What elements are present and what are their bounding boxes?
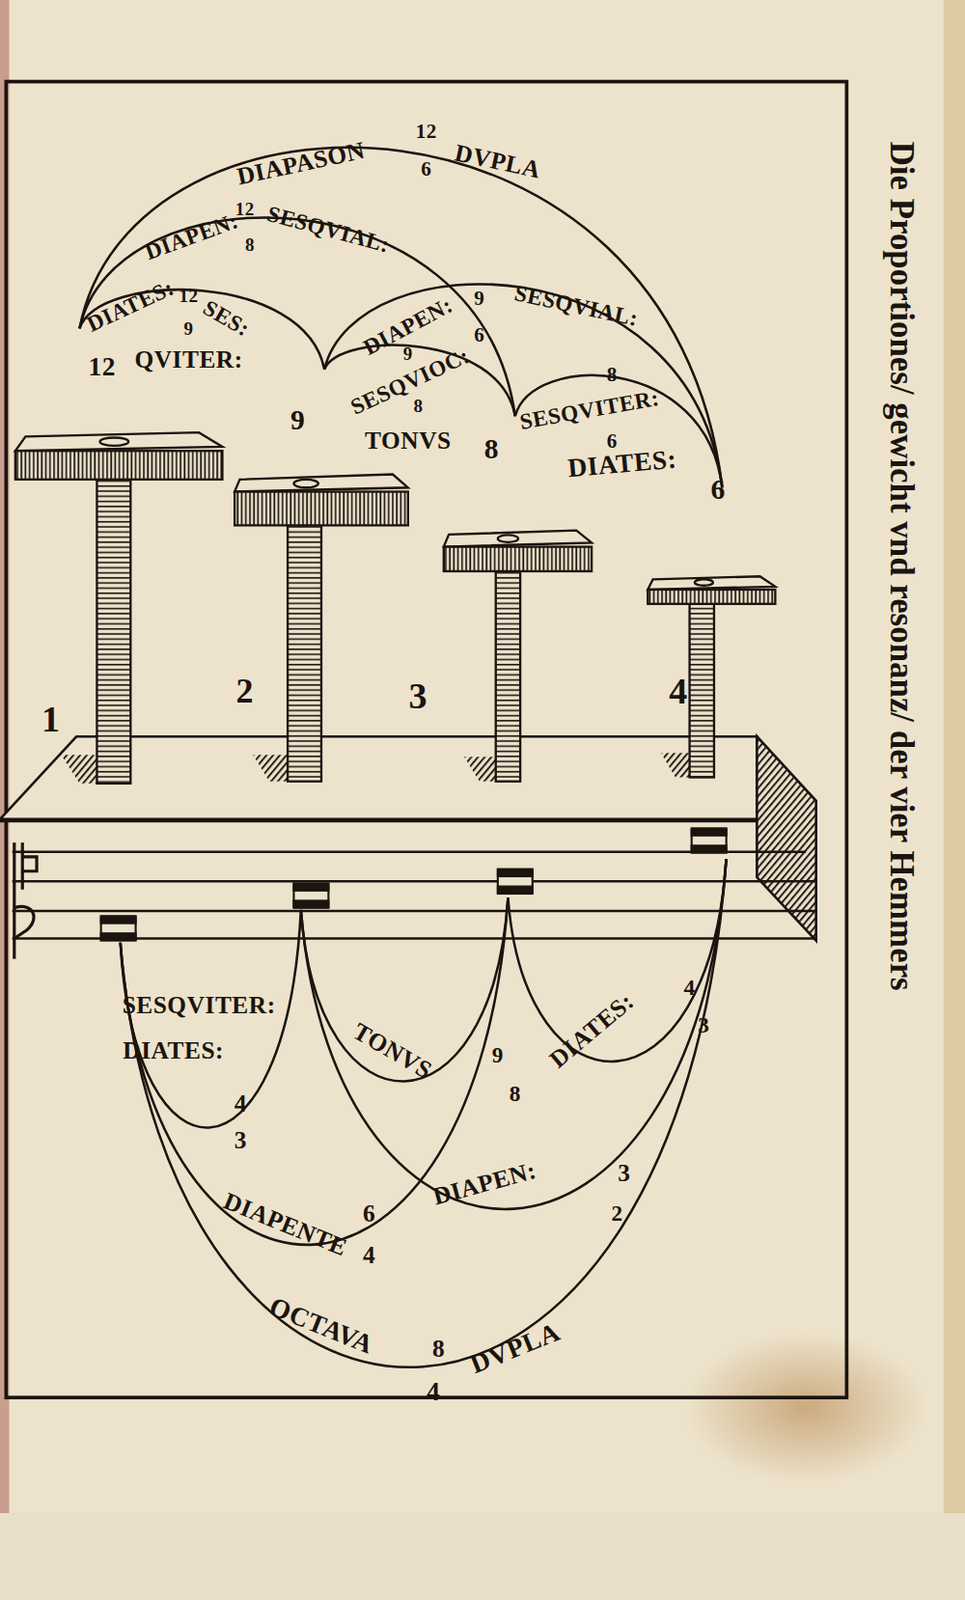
interval-name: TONVS: [364, 428, 452, 453]
ratio-number: 12: [235, 199, 255, 219]
staff: [0, 821, 817, 939]
ratio-number: 8: [413, 396, 423, 415]
interval-name: TONVS: [349, 1018, 437, 1083]
ratio-number: 9: [492, 1044, 504, 1067]
text-layer: 12DIAPASON6DVPLA12DIAPEN:8SESQVIAL:DIATE…: [0, 0, 965, 1514]
ratio-number: 3: [234, 1128, 248, 1153]
lower-arcs: [120, 858, 727, 1368]
hammer-number: 2: [235, 674, 253, 710]
ratio-number: 6: [606, 430, 618, 451]
interval-name: DIAPENTE: [220, 1187, 351, 1260]
ratio-number: 4: [362, 1242, 376, 1268]
ratio-number: 4: [684, 976, 696, 999]
stain: [683, 1330, 929, 1485]
page: 12DIAPASON6DVPLA12DIAPEN:8SESQVIAL:DIATE…: [0, 0, 965, 1514]
interval-name: SES:: [199, 296, 254, 341]
interval-name: DVPLA: [452, 139, 543, 183]
hammers: [15, 432, 776, 784]
interval-name: DVPLA: [467, 1318, 565, 1379]
ratio-number: 4: [426, 1378, 441, 1406]
arc: [324, 283, 722, 488]
interval-name: SESQVITER:: [122, 992, 276, 1018]
ratio-number: 3: [697, 1014, 710, 1037]
interval-name: DIATES:: [545, 988, 639, 1073]
arc: [301, 858, 727, 1210]
ratio-number: 8: [509, 1082, 522, 1105]
ratio-number: 12: [179, 286, 199, 305]
hammer-number: 4: [668, 673, 689, 711]
page-edge: [943, 0, 965, 1514]
ratio-number: 6: [420, 158, 432, 179]
weight-number: 8: [484, 434, 499, 464]
arc: [515, 375, 723, 488]
running-head: Die Proportiones/ gewicht vnd resonanz/ …: [884, 141, 919, 992]
ratio-number: 9: [403, 344, 414, 363]
ratio-number: 3: [617, 1160, 631, 1186]
breve-notes: [101, 827, 727, 940]
ratio-number: 2: [610, 1202, 623, 1225]
ratio-number: 6: [473, 324, 485, 345]
ratio-number: 9: [184, 319, 194, 338]
weight-number: 9: [290, 406, 305, 436]
clef: [14, 842, 37, 960]
ratio-number: 6: [362, 1201, 376, 1226]
ratio-number: 8: [606, 363, 618, 385]
interval-name: DIAPASON: [234, 137, 367, 190]
interval-name: SESQVIAL:: [512, 281, 640, 331]
interval-name: DIATES:: [122, 1038, 224, 1063]
interval-name: OCTAVA: [265, 1293, 377, 1359]
arc: [120, 858, 727, 1368]
interval-name: SESQVIAL:: [265, 202, 393, 257]
interval-name: QVITER:: [134, 346, 243, 371]
woodcut: [0, 0, 965, 1514]
interval-name: SESQVITER:: [518, 386, 662, 434]
ratio-number: 12: [415, 120, 438, 141]
interval-name: DIATES:: [566, 445, 678, 482]
hammer-number: 3: [409, 677, 429, 715]
ratio-number: 8: [245, 235, 255, 254]
ratio-number: 9: [473, 287, 485, 308]
ratio-number: 8: [432, 1336, 445, 1361]
ratio-number: 4: [234, 1091, 248, 1116]
weight-number: 12: [87, 354, 116, 381]
interval-name: DIAPEN:: [141, 209, 241, 264]
interval-name: DIATES:: [83, 275, 178, 336]
paper: [0, 0, 965, 1514]
hammer-number: 1: [41, 700, 61, 738]
interval-name: DIAPEN:: [430, 1158, 539, 1210]
weight-number: 6: [711, 475, 726, 505]
